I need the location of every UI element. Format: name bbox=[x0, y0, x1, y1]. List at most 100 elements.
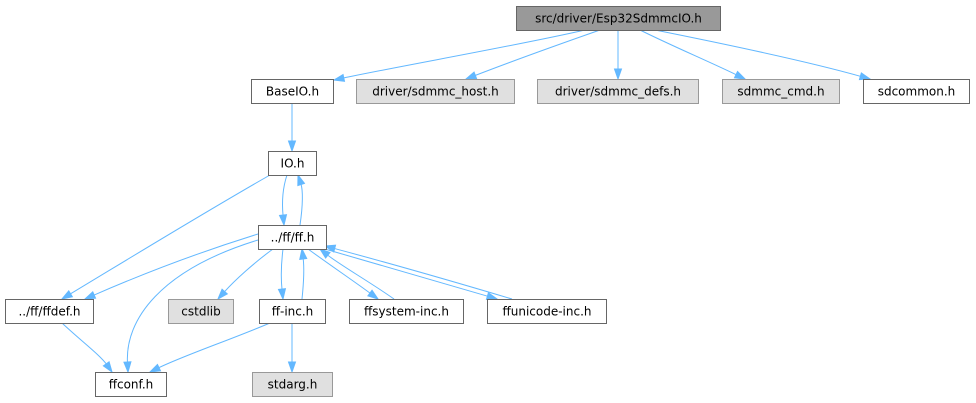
node-sdcommon[interactable]: sdcommon.h bbox=[863, 79, 970, 104]
node-label: driver/sdmmc_defs.h bbox=[555, 85, 681, 99]
edge-ff-to-ffdef bbox=[83, 233, 259, 300]
edge-line bbox=[317, 246, 489, 297]
node-ff[interactable]: ../ff/ff.h bbox=[258, 225, 327, 250]
edge-arrowhead bbox=[297, 173, 306, 187]
edge-arrowhead bbox=[367, 289, 380, 300]
node-baseio[interactable]: BaseIO.h bbox=[251, 79, 334, 104]
edge-root-to-sdmmc_cmd bbox=[639, 29, 747, 80]
node-box bbox=[722, 79, 840, 104]
edge-arrowhead bbox=[287, 361, 297, 374]
node-label: cstdlib bbox=[181, 305, 220, 319]
edge-line bbox=[326, 254, 395, 300]
node-label: IO.h bbox=[281, 157, 305, 171]
edge-arrowhead bbox=[277, 288, 287, 301]
edge-ffdef-to-ffconf bbox=[61, 322, 113, 374]
node-label: sdcommon.h bbox=[878, 85, 956, 99]
node-label: src/driver/Esp32SdmmcIO.h bbox=[535, 12, 702, 26]
edge-ffinc-to-ffconf bbox=[148, 322, 271, 373]
node-label: driver/sdmmc_host.h bbox=[372, 85, 499, 99]
node-cstdlib: cstdlib bbox=[168, 299, 234, 324]
edge-arrowhead bbox=[858, 72, 872, 81]
edge-line bbox=[61, 322, 108, 365]
edge-line bbox=[126, 239, 259, 364]
edge-line bbox=[474, 29, 601, 77]
node-ffsystem[interactable]: ffsystem-inc.h bbox=[349, 299, 464, 324]
edge-arrowhead bbox=[332, 73, 346, 82]
node-box bbox=[487, 299, 607, 324]
node-label: ../ff/ff.h bbox=[271, 231, 315, 245]
edge-ff-to-io bbox=[297, 173, 306, 226]
edge-root-to-sdmmc_defs bbox=[613, 30, 623, 81]
edge-line bbox=[93, 233, 259, 296]
edge-line bbox=[69, 174, 271, 295]
node-box bbox=[863, 79, 970, 104]
node-box bbox=[251, 79, 334, 104]
node-label: ffsystem-inc.h bbox=[364, 305, 449, 319]
edge-arrowhead bbox=[123, 361, 132, 374]
edge-ffunicode-to-ff bbox=[323, 244, 513, 300]
node-label: BaseIO.h bbox=[266, 85, 319, 99]
node-ffconf[interactable]: ffconf.h bbox=[95, 372, 167, 397]
edge-io-to-ff bbox=[278, 174, 288, 227]
edge-line bbox=[342, 29, 586, 79]
edge-ffinc-to-stdarg bbox=[287, 323, 297, 374]
node-box bbox=[258, 225, 327, 250]
node-sdmmc_defs: driver/sdmmc_defs.h bbox=[537, 79, 699, 104]
edge-root-to-sdmmc_host bbox=[464, 29, 601, 80]
node-stdarg: stdarg.h bbox=[252, 372, 333, 397]
node-box bbox=[259, 299, 326, 324]
node-box bbox=[5, 299, 94, 324]
edge-arrowhead bbox=[613, 68, 623, 81]
edge-ff-to-ffunicode bbox=[317, 246, 499, 301]
edge-line bbox=[280, 248, 284, 291]
edge-line bbox=[639, 29, 738, 76]
node-box bbox=[356, 79, 515, 104]
edge-root-to-sdcommon bbox=[654, 29, 872, 81]
node-label: sdmmc_cmd.h bbox=[737, 85, 824, 99]
node-label: ffunicode-inc.h bbox=[502, 305, 591, 319]
edge-ffinc-to-ff bbox=[299, 247, 308, 300]
node-label: ../ff/ffdef.h bbox=[18, 305, 80, 319]
edge-ff-to-ffconf bbox=[123, 239, 259, 374]
node-box bbox=[349, 299, 464, 324]
edge-line bbox=[282, 174, 288, 217]
edge-root-to-baseio bbox=[332, 29, 586, 82]
node-label: stdarg.h bbox=[268, 378, 318, 392]
node-box bbox=[168, 299, 234, 324]
edge-arrowhead bbox=[83, 290, 97, 300]
node-sdmmc_host: driver/sdmmc_host.h bbox=[356, 79, 515, 104]
node-ffdef[interactable]: ../ff/ffdef.h bbox=[5, 299, 94, 324]
edges-layer bbox=[60, 29, 872, 374]
node-io[interactable]: IO.h bbox=[268, 151, 317, 176]
edge-arrowhead bbox=[148, 363, 162, 373]
node-box bbox=[95, 372, 167, 397]
node-ffinc[interactable]: ff-inc.h bbox=[259, 299, 326, 324]
node-box bbox=[516, 6, 721, 31]
edge-ff-to-ffinc bbox=[277, 248, 287, 301]
edge-ffsystem-to-ff bbox=[318, 248, 395, 300]
node-ffunicode[interactable]: ffunicode-inc.h bbox=[487, 299, 607, 324]
edge-line bbox=[223, 248, 274, 293]
edge-arrowhead bbox=[323, 244, 337, 253]
edge-arrowhead bbox=[299, 247, 308, 260]
edge-ff-to-ffsystem bbox=[307, 248, 380, 300]
edge-line bbox=[654, 29, 862, 78]
edge-baseio-to-io bbox=[287, 103, 297, 153]
edge-ff-to-cstdlib bbox=[216, 248, 274, 301]
edge-line bbox=[157, 322, 271, 369]
edge-arrowhead bbox=[102, 360, 113, 374]
node-root[interactable]: src/driver/Esp32SdmmcIO.h bbox=[516, 6, 721, 31]
edge-arrowhead bbox=[464, 71, 478, 80]
edge-arrowhead bbox=[318, 248, 331, 259]
node-box bbox=[537, 79, 699, 104]
node-box bbox=[252, 372, 333, 397]
edge-line bbox=[299, 183, 303, 226]
node-sdmmc_cmd: sdmmc_cmd.h bbox=[722, 79, 840, 104]
edge-line bbox=[333, 247, 513, 300]
node-label: ffconf.h bbox=[109, 378, 154, 392]
edge-io-to-ffdef bbox=[60, 174, 271, 300]
edge-arrowhead bbox=[216, 288, 229, 301]
node-box bbox=[268, 151, 317, 176]
